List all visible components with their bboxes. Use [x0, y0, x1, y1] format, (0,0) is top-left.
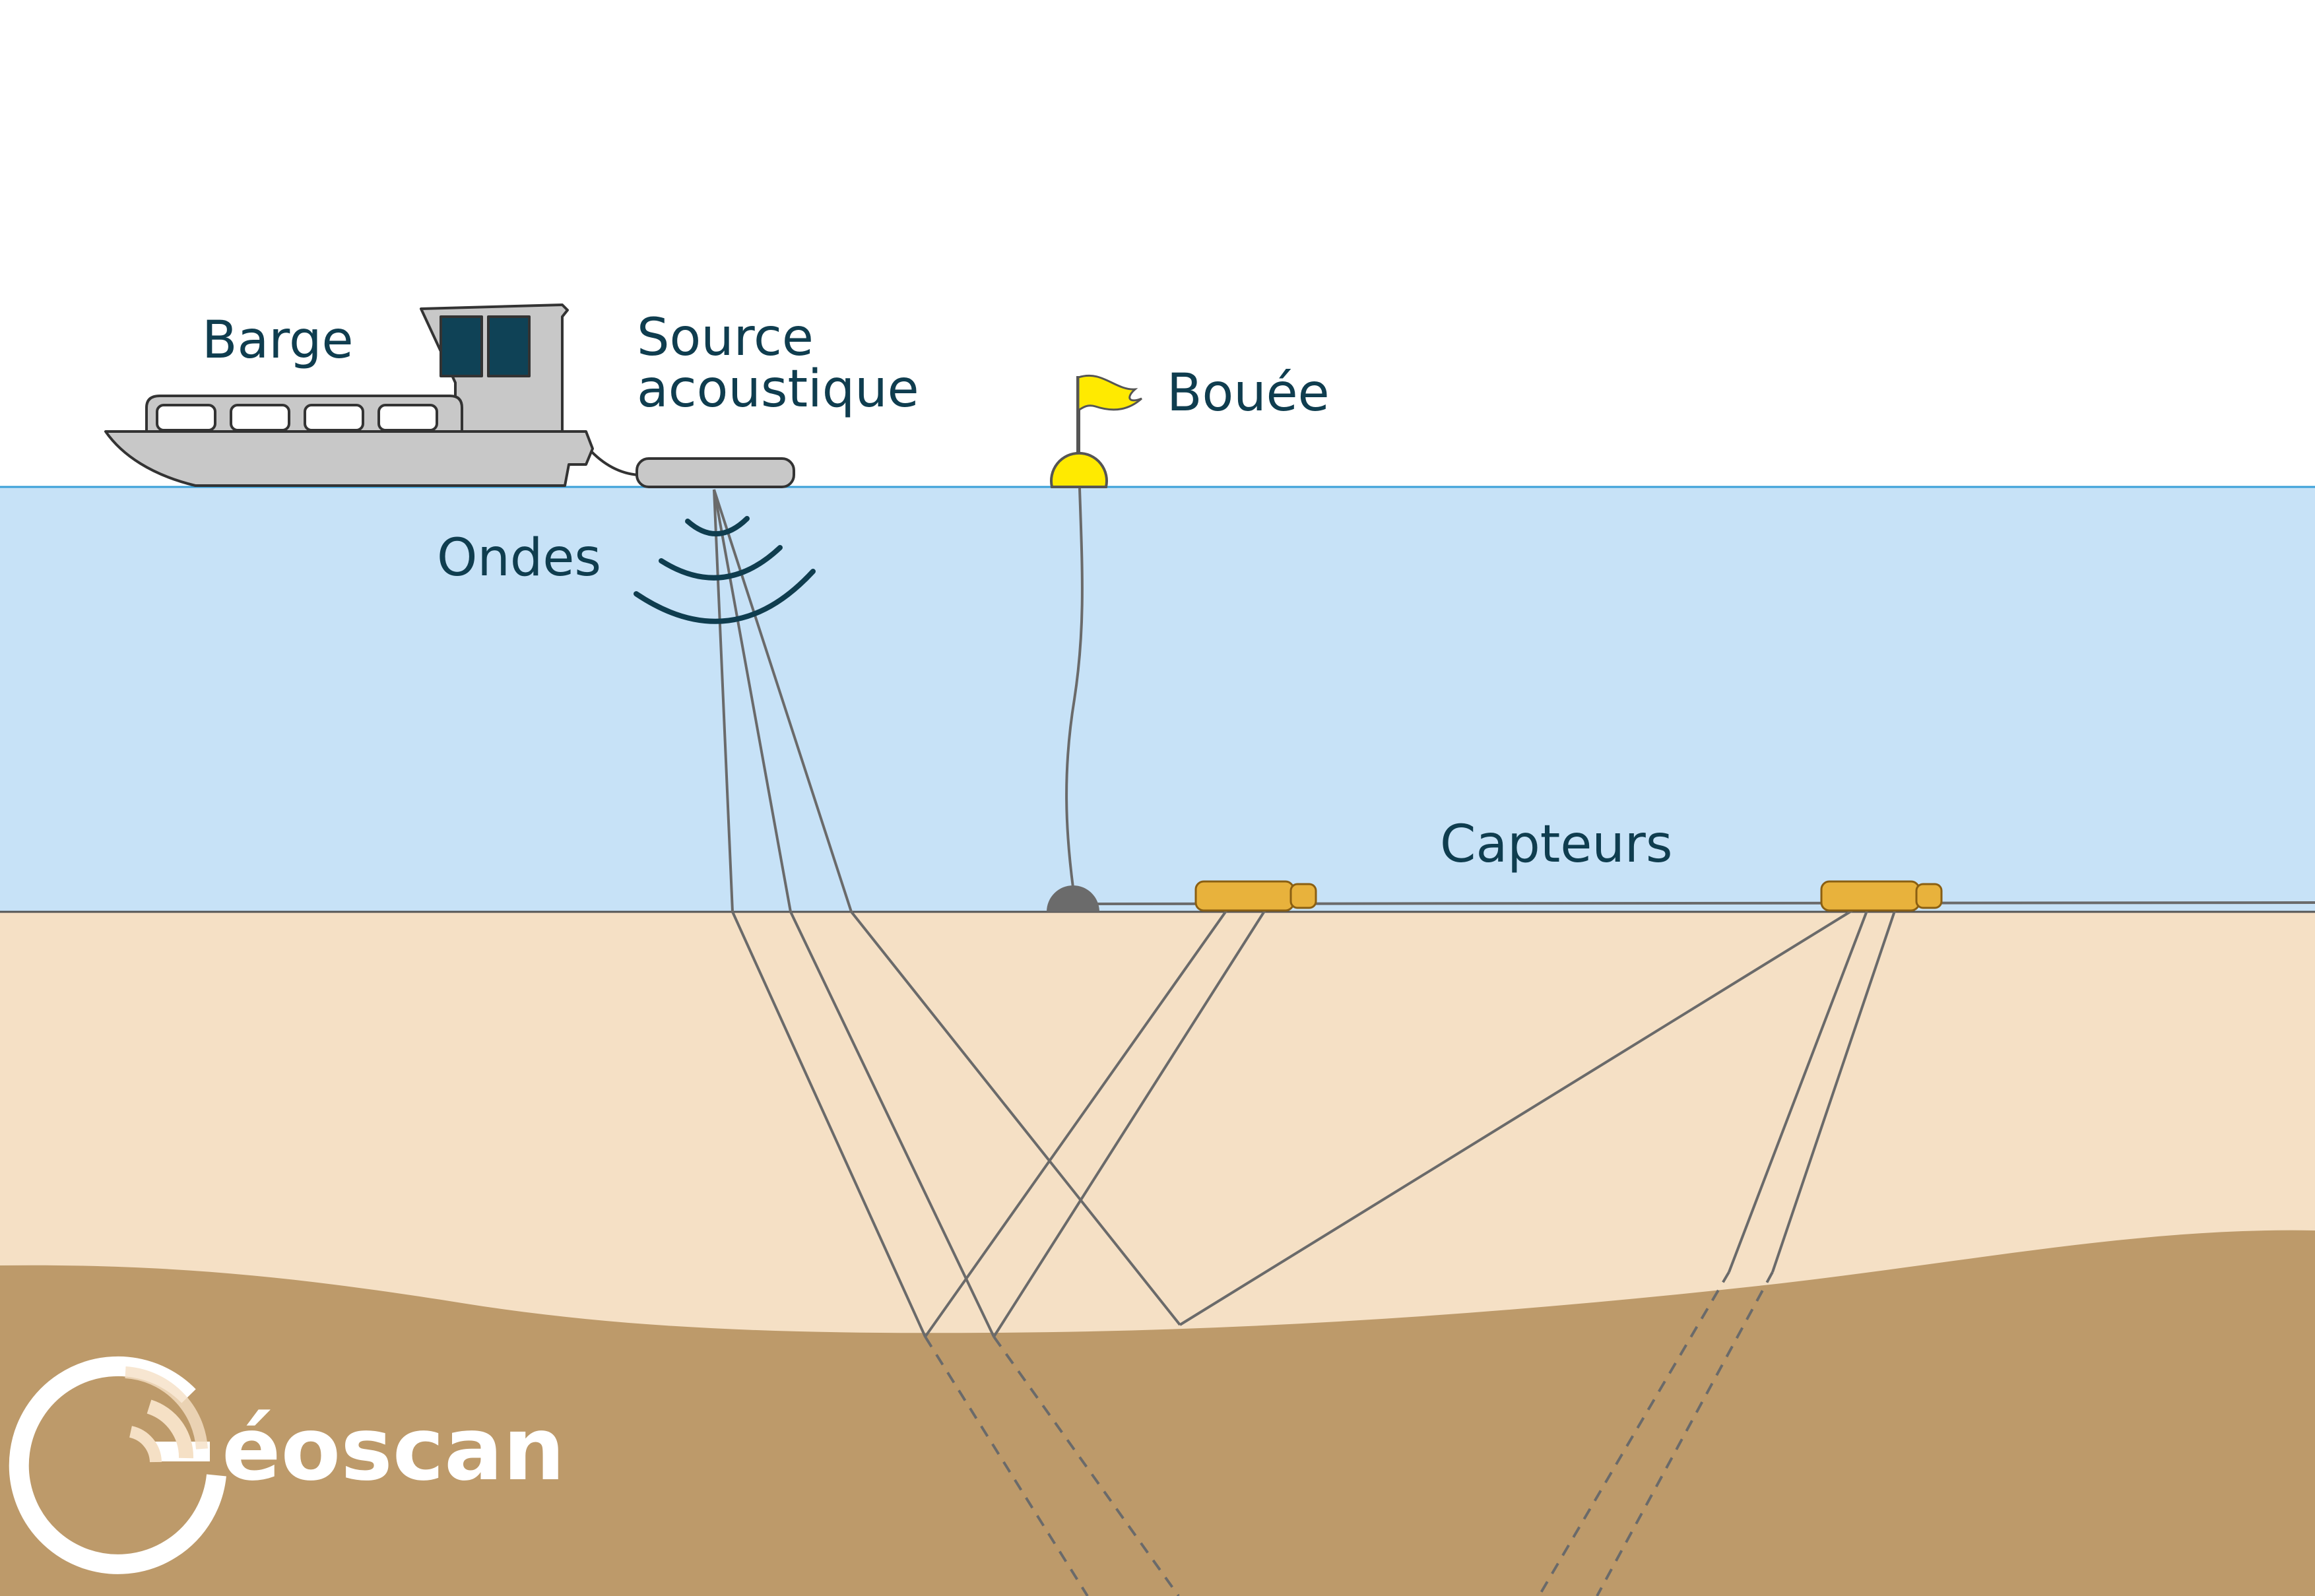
source-label-line1: Source	[637, 308, 814, 367]
geoscan-logo: éoscan	[9, 1356, 565, 1574]
sensor-icon	[1194, 880, 1317, 912]
sensors-label: Capteurs	[1440, 815, 1673, 874]
barge-icon	[104, 303, 639, 487]
sound-waves-icon	[634, 516, 816, 624]
seismic-rays	[713, 489, 1897, 1338]
sensor-icon	[1820, 880, 1943, 912]
buoy-label: Bouée	[1167, 364, 1330, 423]
bedrock-layer	[0, 1230, 2315, 1596]
acoustic-source-icon	[636, 457, 795, 488]
source-label-line2: acoustique	[637, 360, 919, 419]
anchor-weight-icon	[1047, 885, 1099, 912]
water-layer	[0, 487, 2315, 912]
refracted-rays-dashed	[924, 1271, 1774, 1596]
barge-label: Barge	[202, 311, 354, 370]
buoy-flag-icon	[1050, 374, 1142, 488]
buoy-line	[1065, 488, 1084, 888]
geoscan-logo-icon	[9, 1356, 226, 1574]
logo-wordmark: éoscan	[222, 1399, 565, 1500]
waves-label: Ondes	[437, 528, 601, 588]
